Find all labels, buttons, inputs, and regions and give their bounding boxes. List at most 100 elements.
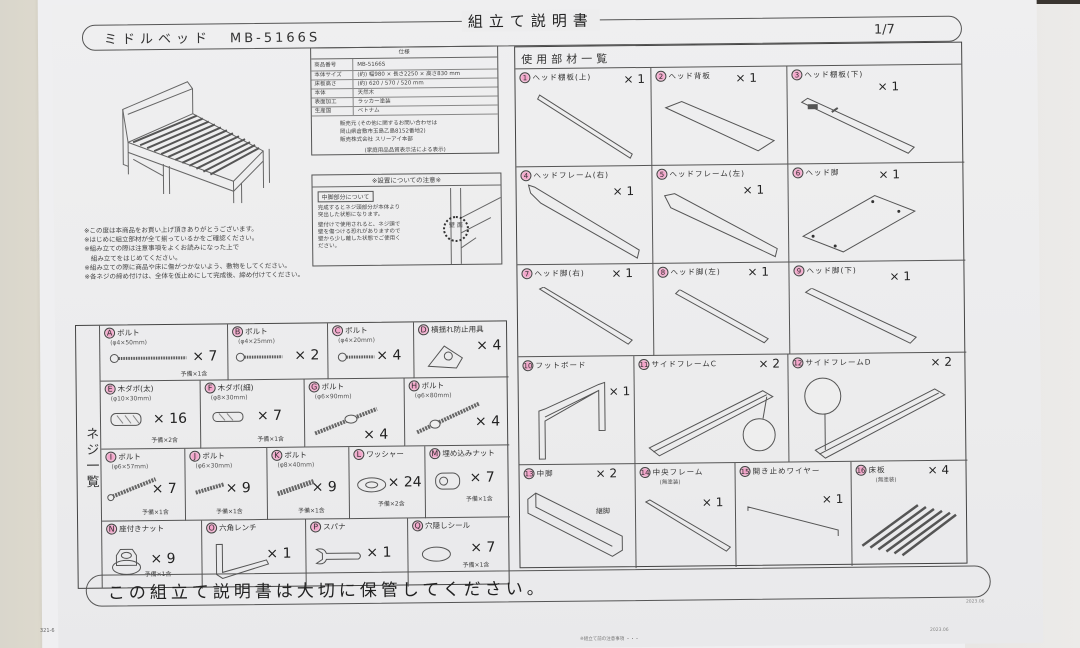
head-leg-right-illustration [538,286,633,345]
setup-caution-box: ※設置についての注意※ 中脚部分について 完成するとネジ頭部分が本体より 突出し… [311,172,503,267]
part-name: 中脚 [536,468,554,479]
item-qty: × 7 [256,407,283,425]
long-screw-icon [109,354,187,364]
part-qty: × 1 [735,70,758,86]
bolt-with-nut-icon [314,406,378,436]
page-number: 1/7 [873,22,895,38]
product-header: ミドルベッド MB-5166S [104,26,320,47]
part-name: 開き止めワイヤー [752,466,821,476]
item-name: ボルト [202,451,225,461]
part-number: 8 [657,266,669,278]
screw-icon [235,352,283,362]
back-revision-code: 2023.06 [930,628,949,633]
item-letter: I [105,451,117,463]
item-letter: M [429,448,441,460]
screws-heading: ネジ一覧 [75,325,103,588]
slat-board-illustration [861,504,957,557]
item-name: ボルト [345,325,368,336]
item-letter: H [408,380,420,392]
contact-line: 販売株式会社 スリーアイ本部 [340,136,413,144]
part-number: 15 [739,465,751,477]
item-size: (φ8×30mm) [210,394,248,402]
item-letter: D [417,324,430,336]
part-name: ヘッド背板 [668,71,711,81]
item-qty: × 4 [376,347,402,364]
head-leg-bottom-illustration [804,287,918,344]
part-number: 13 [523,468,535,480]
item-qty: × 7 [192,348,218,365]
side-frame-d-illustration [804,377,946,459]
item-name: 埋め込みナット [442,448,495,459]
part-number: 9 [793,265,805,277]
item-qty: × 7 [469,469,495,486]
part-number: 6 [792,167,804,179]
side-frame-c-illustration [648,390,776,457]
caution-text: 完成するとネジ頭部分が本体より 突出した状態になります。 壁付けで使用されると、… [313,201,423,250]
item-spare: 予備×2含 [377,500,405,508]
part-number: 2 [655,70,667,82]
part-number: 10 [522,360,534,372]
item-letter: G [308,381,320,393]
head-backboard-illustration [664,101,776,152]
part-number: 7 [521,268,533,280]
item-size: (φ6×80mm) [414,392,452,400]
item-qty: × 7 [151,480,177,498]
head-frame-right-illustration [527,184,640,259]
part-qty: × 1 [877,79,900,94]
part-name: サイドフレームD [805,357,872,368]
part-qty: × 1 [611,266,634,281]
part-qty: × 1 [747,264,770,279]
item-name: ボルト [321,382,345,392]
spec-key: 生産国 [311,107,354,116]
spec-value: (約) 幅980 × 長さ2250 × 高さ830 mm [357,70,461,78]
flange-nut-icon [112,548,142,575]
item-name: ボルト [245,326,268,337]
bed-illustration [122,81,271,204]
spec-value: MB-5166S [357,61,386,68]
item-qty: × 2 [294,347,320,364]
center-frame-illustration [644,499,732,552]
note-line: ※各ネジの締め付けは、全体を仮止めにして完成後、締め付けてください。 [84,270,305,281]
model-number: MB-5166S [229,30,321,47]
item-letter: P [310,521,322,533]
head-frame-left-illustration [663,193,778,258]
caution-subtitle: 中脚部分について [317,190,374,203]
item-letter: E [104,383,116,395]
hex-wrench-icon [215,543,270,579]
part-name: サイドフレームC [651,359,717,369]
item-letter: K [271,449,283,461]
item-size: (φ4×20mm) [338,336,376,345]
back-page-text: ※組立て前の注意事項 ・・・ [580,637,640,642]
item-spare: 予備×1含 [297,507,325,515]
item-qty: × 9 [311,479,337,496]
short-screw-icon [337,352,375,362]
item-qty: × 9 [150,550,176,568]
storage-notice: この組立て説明書は大切に保管してください。 [107,579,548,604]
item-qty: × 1 [366,544,392,561]
part-name: ヘッド脚(下) [806,265,857,276]
item-qty: × 4 [363,426,389,443]
item-letter: J [189,450,201,462]
part-number: 1 [519,72,531,84]
item-qty: × 16 [152,410,188,428]
part-qty: × 1 [878,167,901,182]
item-qty: × 9 [225,480,251,497]
center-leg-illustration [527,492,623,557]
item-size: (φ4×50mm) [110,339,148,347]
part-number: 4 [520,170,532,182]
part-name: 床板 [868,465,886,475]
spec-key: 本体 [311,89,354,98]
product-name: ミドルベッド [103,31,213,48]
item-letter: O [206,522,218,534]
